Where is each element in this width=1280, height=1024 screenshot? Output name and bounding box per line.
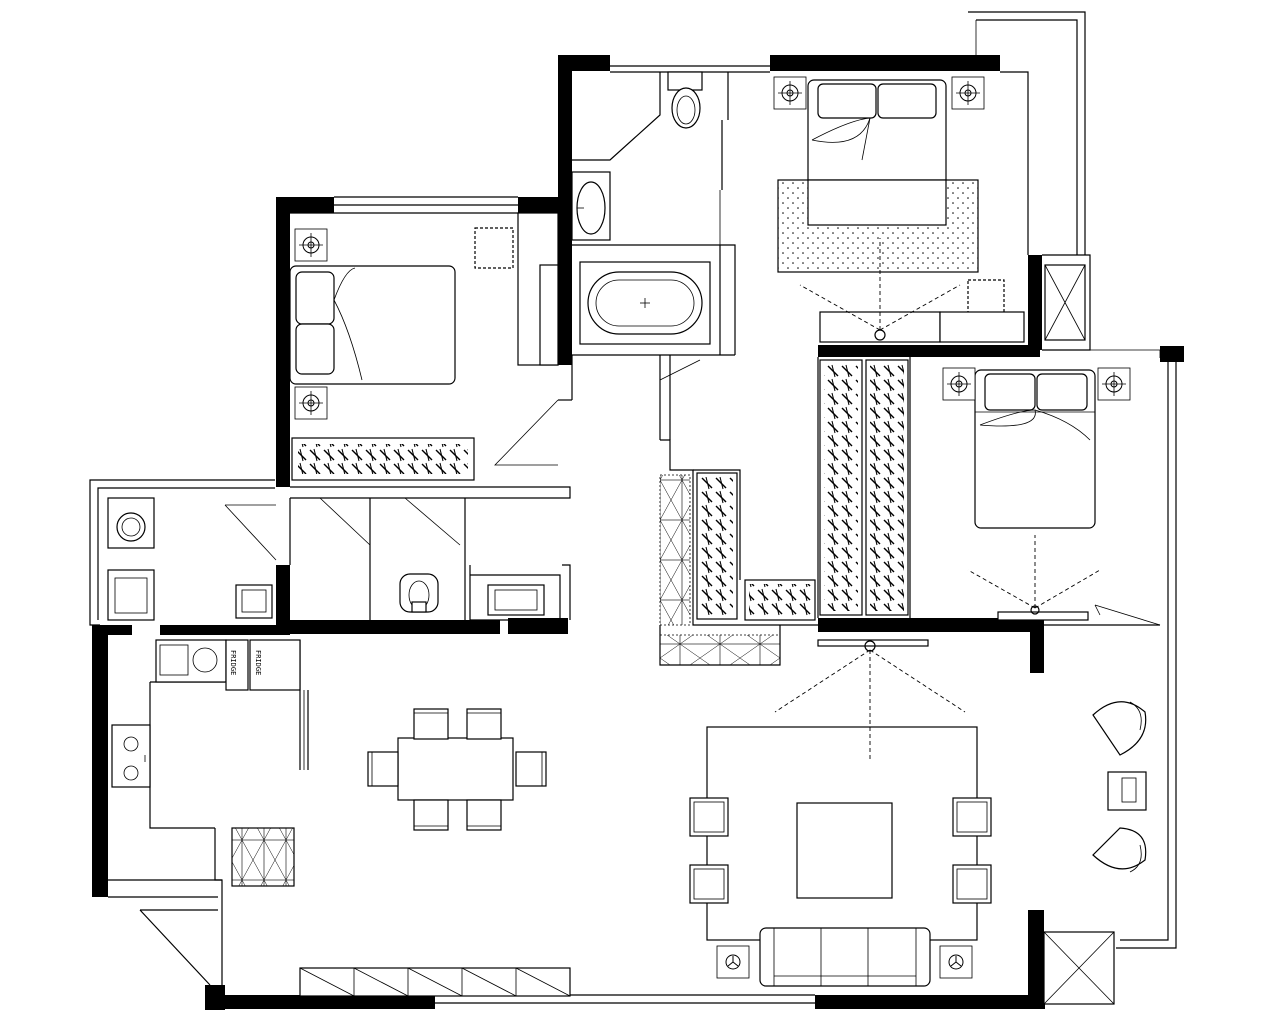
fridge-right: FRIDGE — [249, 639, 301, 691]
speaker-icon — [716, 945, 750, 979]
fridge-label: FRIDGE — [254, 650, 262, 675]
shoe-cabinet — [659, 474, 781, 666]
bottom-left-balcony — [139, 909, 218, 986]
dining-chair — [367, 751, 399, 787]
doors — [224, 190, 1161, 770]
fridge-left: FRIDGE — [225, 639, 249, 691]
lamp-icon — [294, 386, 328, 420]
shaft-bottom — [1043, 931, 1115, 1005]
dining-chair — [466, 708, 502, 740]
speaker-icon — [939, 945, 973, 979]
living-rug — [706, 726, 978, 941]
bathtub — [579, 261, 711, 345]
balcony-top-right — [968, 11, 1086, 255]
tv-projection-bed3 — [967, 535, 1101, 621]
shaft-top — [1044, 264, 1086, 341]
armchair — [952, 864, 992, 904]
sideboard — [299, 967, 571, 997]
sink-guest — [487, 584, 545, 616]
walk-in-closet — [696, 359, 909, 621]
dining-table — [397, 737, 514, 801]
desk-bed2 — [517, 212, 559, 366]
bed-2 — [289, 265, 456, 385]
side-table — [474, 227, 514, 269]
tv-projection-master — [799, 238, 961, 341]
lamp-icon — [294, 228, 328, 262]
dining-chair — [515, 751, 547, 787]
armchair — [689, 864, 729, 904]
toilet-master — [667, 71, 703, 129]
kitchen-counter — [111, 639, 227, 788]
fridge-label: FRIDGE — [229, 650, 237, 675]
lamp-icon — [942, 367, 976, 401]
armchair — [689, 797, 729, 837]
dining-chair — [466, 799, 502, 831]
wardrobe-bed2 — [291, 437, 475, 481]
dining-chair — [413, 799, 449, 831]
sofa — [759, 927, 931, 987]
tv-projection-living — [774, 639, 966, 760]
walls — [92, 55, 1184, 1010]
master-dresser — [819, 279, 1025, 343]
master-bed — [777, 79, 979, 273]
lounge-chairs — [1092, 701, 1147, 873]
squat-toilet — [399, 573, 439, 613]
armchair — [952, 797, 992, 837]
dining-chair — [413, 708, 449, 740]
bed-3 — [974, 369, 1096, 529]
sink-master — [571, 171, 611, 241]
lamp-icon — [1097, 367, 1131, 401]
lamp-icon — [773, 76, 807, 110]
storage-cabinet — [231, 827, 295, 887]
lamp-icon — [951, 76, 985, 110]
laundry — [107, 497, 273, 621]
